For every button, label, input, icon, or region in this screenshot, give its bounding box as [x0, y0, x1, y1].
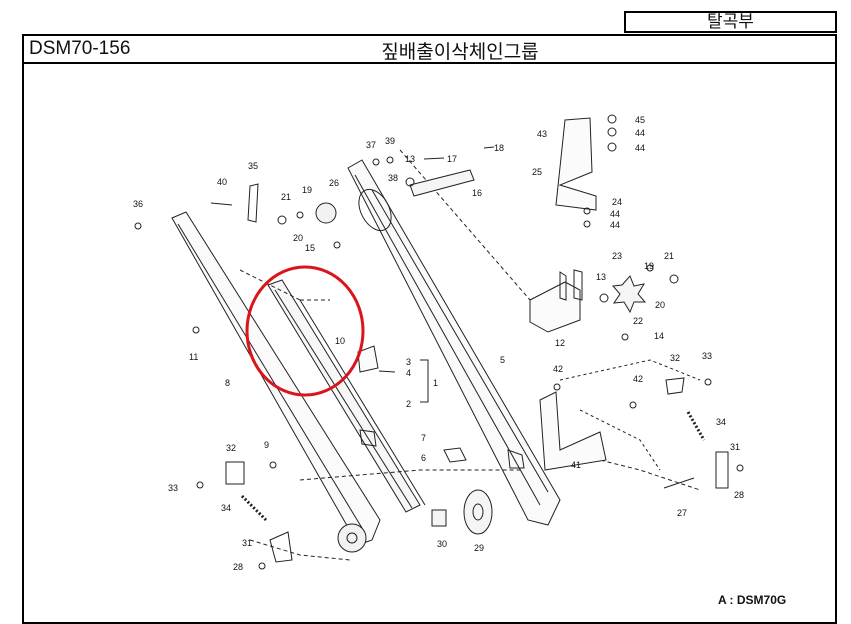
- part-label: 7: [421, 433, 426, 443]
- part-label: 41: [571, 460, 581, 470]
- section-category-box: 탈곡부: [624, 11, 837, 33]
- part-label: 4: [406, 368, 411, 378]
- part-label: 14: [654, 331, 664, 341]
- part-label: 20: [655, 300, 665, 310]
- part-label: 31: [242, 538, 252, 548]
- part-label: 27: [677, 508, 687, 518]
- diagram-title: 짚배출이삭체인그룹: [381, 41, 539, 63]
- part-label: 2: [406, 399, 411, 409]
- part-label: 9: [264, 440, 269, 450]
- part-label: 6: [421, 453, 426, 463]
- part-label: 11: [189, 352, 198, 362]
- part-label: 42: [633, 374, 643, 384]
- section-category: 탈곡부: [707, 12, 754, 32]
- part-label: 44: [610, 220, 620, 230]
- part-label: 15: [305, 243, 315, 253]
- part-label: 8: [225, 378, 230, 388]
- model-code: DSM70-156: [29, 38, 131, 59]
- part-label: 31: [730, 442, 740, 452]
- header-divider: [22, 62, 837, 64]
- part-label: 29: [474, 543, 484, 553]
- part-label: 34: [716, 417, 726, 427]
- part-label: 21: [664, 251, 674, 261]
- part-label: 1: [433, 378, 438, 388]
- part-label: 40: [217, 177, 227, 187]
- part-label: 3: [406, 357, 411, 367]
- part-number-labels: 45 44 44 43 25 24 44 44 23 21 19 20 22 1…: [133, 115, 744, 572]
- part-label: 19: [302, 185, 312, 195]
- part-label: 19: [644, 261, 654, 271]
- part-label: 5: [500, 355, 505, 365]
- part-label: 16: [472, 188, 482, 198]
- part-label: 33: [702, 351, 712, 361]
- part-label: 30: [437, 539, 447, 549]
- part-label: 22: [633, 316, 643, 326]
- part-label: 21: [281, 192, 291, 202]
- part-label: 38: [388, 173, 398, 183]
- part-label: 42: [553, 364, 563, 374]
- part-label: 43: [537, 129, 547, 139]
- part-label: 13: [405, 154, 415, 164]
- part-label: 12: [555, 338, 565, 348]
- part-label: 45: [635, 115, 645, 125]
- part-label: 13: [596, 272, 606, 282]
- model-footnote: A : DSM70G: [718, 593, 787, 607]
- diagram-linework: [134, 114, 744, 570]
- highlight-circle: [245, 265, 365, 397]
- part-label: 25: [532, 167, 542, 177]
- part-label: 32: [670, 353, 680, 363]
- part-label: 17: [447, 154, 457, 164]
- part-label: 28: [233, 562, 243, 572]
- part-label: 34: [221, 503, 231, 513]
- part-label: 18: [494, 143, 504, 153]
- part-label: 28: [734, 490, 744, 500]
- part-label: 35: [248, 161, 258, 171]
- part-label: 26: [329, 178, 339, 188]
- part-label: 44: [610, 209, 620, 219]
- part-label: 33: [168, 483, 178, 493]
- part-label: 32: [226, 443, 236, 453]
- part-label: 24: [612, 197, 622, 207]
- part-label: 37: [366, 140, 376, 150]
- part-label: 20: [293, 233, 303, 243]
- part-label: 23: [612, 251, 622, 261]
- part-label: 44: [635, 143, 645, 153]
- part-label: 39: [385, 136, 395, 146]
- part-label: 36: [133, 199, 143, 209]
- part-label: 44: [635, 128, 645, 138]
- part-label: 10: [335, 336, 345, 346]
